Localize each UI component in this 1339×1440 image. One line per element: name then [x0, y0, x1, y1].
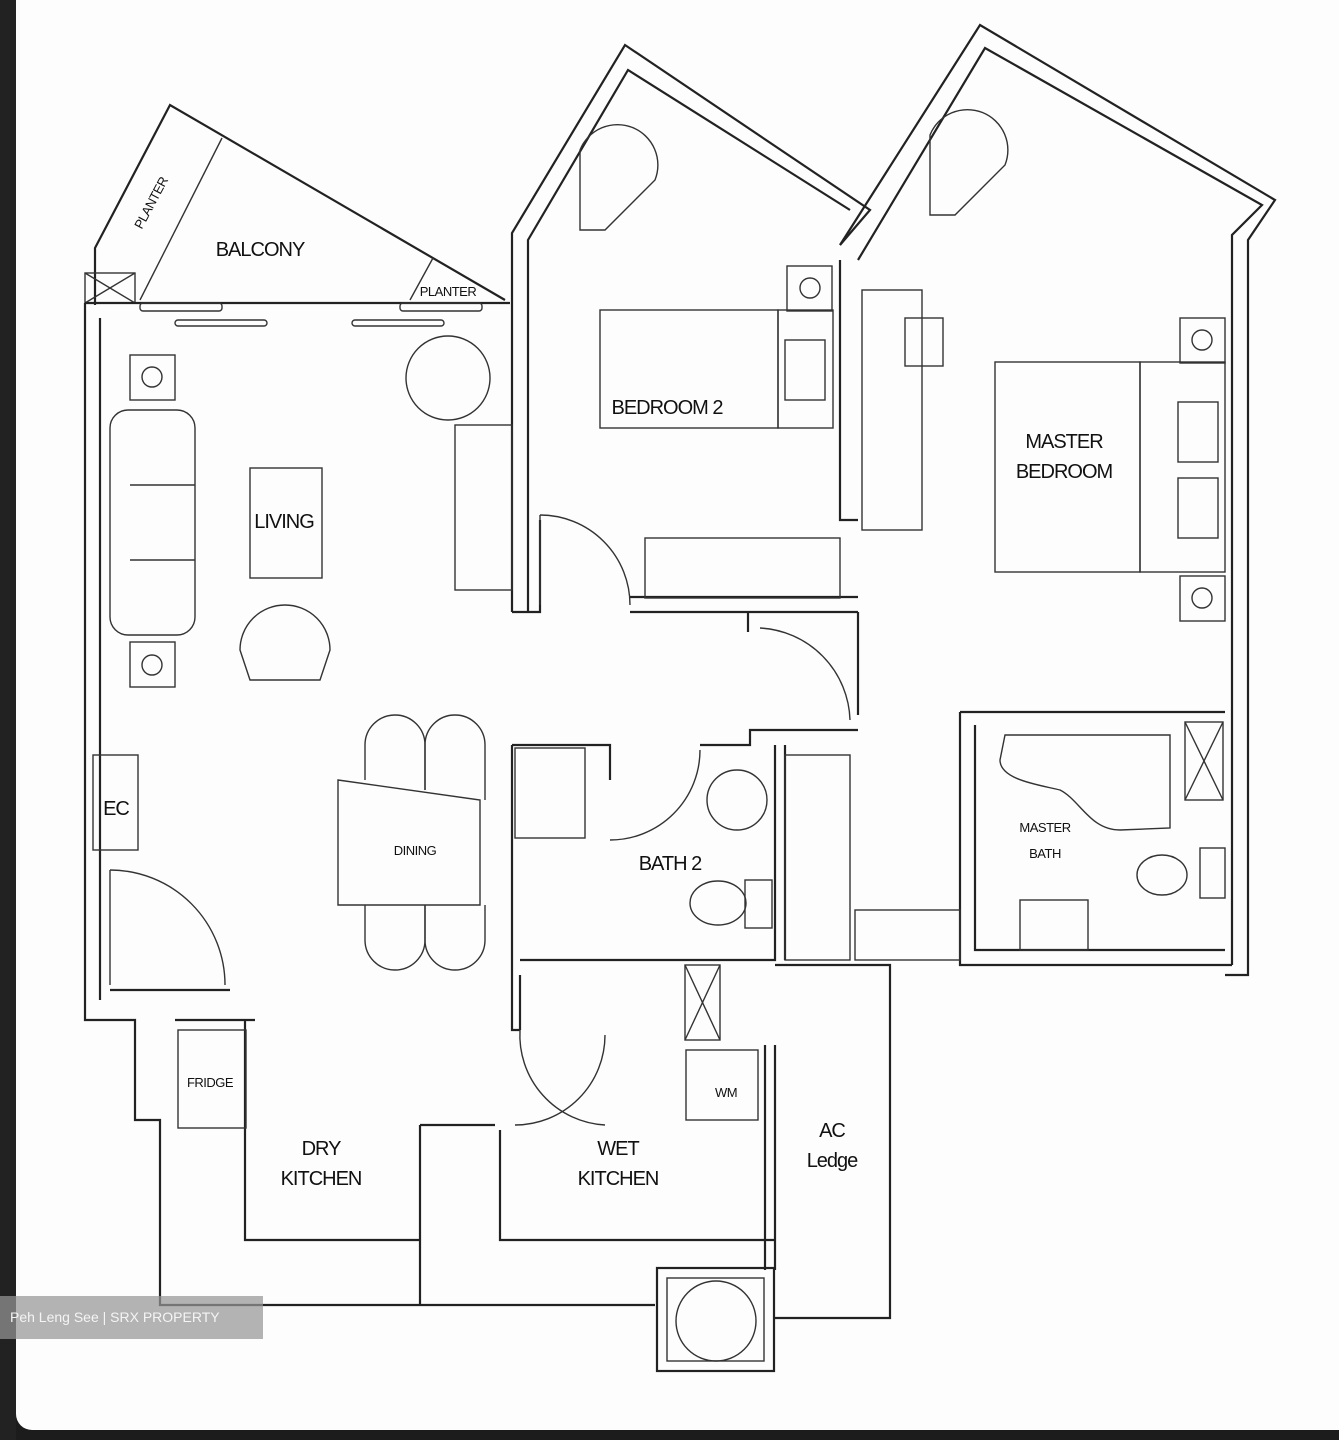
label-master-bedroom-2: BEDROOM [1016, 461, 1113, 483]
label-wet-kitchen-1: WET [597, 1138, 639, 1160]
left-dark-border [0, 0, 16, 1440]
doors [109, 514, 851, 1126]
label-fridge: FRIDGE [187, 1075, 234, 1090]
label-master-bath-1: MASTER [1019, 820, 1070, 835]
label-planter-left: PLANTER [131, 174, 171, 231]
label-dry-kitchen-1: DRY [302, 1138, 342, 1160]
label-ec: EC [103, 798, 129, 820]
label-ac-ledge-1: AC [819, 1120, 845, 1142]
label-wm: WM [715, 1085, 737, 1100]
label-master-bath-2: BATH [1029, 846, 1061, 861]
label-ac-ledge-2: Ledge [807, 1150, 858, 1172]
label-wet-kitchen-2: KITCHEN [578, 1168, 659, 1190]
furniture [109, 108, 1226, 1129]
light-point-icons [129, 265, 1226, 688]
label-planter-right: PLANTER [420, 284, 477, 299]
label-bath-2: BATH 2 [639, 853, 702, 875]
floorplan-paper [16, 0, 1339, 1430]
label-bedroom-2: BEDROOM 2 [611, 397, 723, 419]
balcony-area [84, 103, 510, 327]
label-dry-kitchen-2: KITCHEN [281, 1168, 362, 1190]
label-master-bedroom-1: MASTER [1025, 431, 1103, 453]
outer-walls [83, 23, 1277, 1373]
label-dining: DINING [394, 843, 437, 858]
label-living: LIVING [254, 511, 314, 533]
watermark: Peh Leng See | SRX PROPERTY [0, 1296, 263, 1339]
label-balcony: BALCONY [216, 239, 305, 261]
